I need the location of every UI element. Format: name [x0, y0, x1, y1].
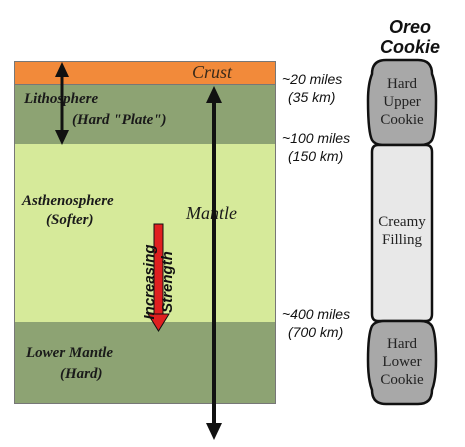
- filling-line1: Creamy: [378, 214, 426, 230]
- lower-mantle-sublabel: (Hard): [60, 366, 103, 382]
- filling-label: Creamy Filling: [362, 213, 442, 249]
- lower-mantle-layer: [14, 322, 276, 404]
- depth-label-crust: ~20 miles (35 km): [282, 70, 342, 106]
- lower-mantle-label: Lower Mantle: [26, 345, 114, 361]
- depth-km: (150 km): [288, 148, 344, 164]
- depth-label-lithosphere: ~100 miles (150 km): [282, 129, 350, 165]
- lower-cookie-label: Hard Lower Cookie: [362, 335, 442, 389]
- asthenosphere-sublabel: (Softer): [46, 212, 94, 228]
- upper-cookie-line2: Upper: [383, 94, 421, 110]
- strength-label-line1: Increasing: [141, 244, 158, 320]
- strength-label: Increasing Strength: [141, 217, 181, 347]
- mantle-thickness-arrow: [206, 86, 222, 440]
- lower-cookie-line3: Cookie: [380, 372, 424, 388]
- mantle-label: Mantle: [186, 203, 237, 223]
- strength-arrow: [147, 223, 170, 332]
- upper-cookie-shape: [366, 58, 438, 147]
- depth-miles: ~100 miles: [282, 130, 351, 146]
- depth-label-asthenosphere: ~400 miles (700 km): [282, 305, 350, 341]
- cookie-title-line2: Cookie: [379, 37, 440, 57]
- asthenosphere-label: Asthenosphere: [22, 193, 114, 209]
- depth-miles: ~400 miles: [282, 306, 351, 322]
- upper-cookie-line3: Cookie: [380, 112, 424, 128]
- lithosphere-sublabel: (Hard "Plate"): [72, 112, 167, 128]
- lower-cookie-line1: Hard: [387, 336, 417, 352]
- depth-miles: ~20 miles: [282, 71, 343, 87]
- filling-line2: Filling: [381, 232, 422, 248]
- lithosphere-thickness-arrow: [55, 62, 69, 145]
- cookie-title-line1: Oreo: [388, 17, 431, 37]
- strength-label-line2: Strength: [159, 251, 176, 313]
- lower-cookie-line2: Lower: [382, 354, 422, 370]
- depth-km: (700 km): [288, 324, 344, 340]
- upper-cookie-line1: Hard: [387, 76, 417, 92]
- upper-cookie-label: Hard Upper Cookie: [362, 75, 442, 129]
- asthenosphere-layer: [14, 144, 276, 322]
- crust-label: Crust: [192, 62, 233, 82]
- depth-km: (35 km): [288, 89, 336, 105]
- lower-cookie-shape: [366, 319, 438, 406]
